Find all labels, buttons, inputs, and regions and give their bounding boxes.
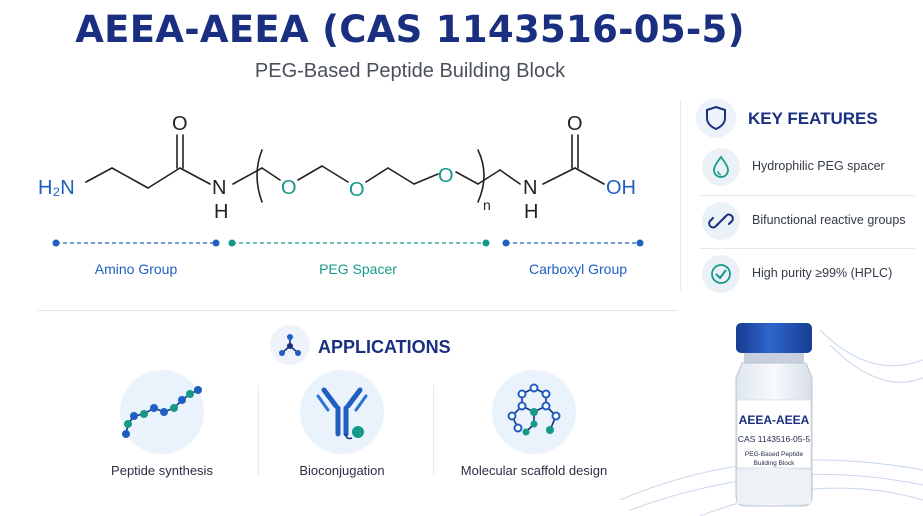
section-divider (38, 310, 678, 311)
application-label: Molecular scaffold design (460, 463, 608, 478)
feature-text: Hydrophilic PEG spacer (752, 159, 885, 173)
antibody-icon (300, 370, 384, 454)
page-subtitle: PEG-Based Peptide Building Block (254, 60, 566, 82)
atom-h2n: H₂N (38, 177, 75, 199)
app-divider (258, 385, 259, 475)
app-divider (433, 385, 434, 475)
peg-spacer-label: PEG Spacer (319, 261, 397, 277)
key-features-header: KEY FEATURES (696, 96, 916, 142)
atom-n-amide-2: N (523, 177, 537, 199)
application-label: Peptide synthesis (111, 463, 213, 478)
atom-o-ether-2: O (349, 179, 365, 201)
feature-item: High purity ≥99% (HPLC) (700, 250, 915, 300)
repeat-subscript-n: n (483, 197, 491, 213)
applications-header: APPLICATIONS (270, 325, 500, 369)
atom-o-acid: O (567, 113, 583, 135)
link-icon (702, 202, 740, 240)
check-circle-icon (702, 255, 740, 293)
feature-item: Hydrophilic PEG spacer (700, 143, 915, 193)
feature-separator (700, 195, 915, 196)
atom-o-ether-1: O (281, 177, 297, 199)
application-label: Bioconjugation (299, 463, 385, 478)
vial-label-cas: CAS 1143516-05-5 (738, 434, 810, 444)
panel-divider (680, 100, 681, 290)
atom-o-ether-3: O (438, 165, 454, 187)
key-features-title: KEY FEATURES (748, 109, 878, 128)
atom-n-amide-1: N (212, 177, 226, 199)
amino-group-label: Amino Group (94, 261, 178, 277)
carboxyl-group-label: Carboxyl Group (528, 261, 628, 277)
feature-text: High purity ≥99% (HPLC) (752, 266, 893, 280)
feature-item: Bifunctional reactive groups (700, 197, 915, 247)
vial-label-title: AEEA-AEEA (739, 413, 810, 427)
page-title: AEEA-AEEA (CAS 1143516-05-5) (75, 8, 745, 51)
peptide-chain-icon (120, 370, 204, 454)
scaffold-network-icon (492, 370, 576, 454)
applications-title: APPLICATIONS (318, 337, 451, 357)
product-vial-illustration: AEEA-AEEA CAS 1143516-05-5 PEG-Based Pep… (619, 323, 923, 516)
droplet-icon (702, 148, 740, 186)
shield-icon (696, 98, 736, 138)
feature-separator (700, 248, 915, 249)
atom-oh: OH (606, 177, 636, 199)
vial-label-line2: Building Block (754, 460, 796, 467)
chemical-structure-diagram: H₂N O N H O O O n N H O OH (38, 113, 644, 247)
feature-text: Bifunctional reactive groups (752, 213, 906, 227)
atom-h-amide-2: H (524, 201, 538, 223)
vial-label-line1: PEG-Based Peptide (745, 451, 804, 458)
atom-o-amide: O (172, 113, 188, 135)
atom-h-amide-1: H (214, 201, 228, 223)
molecule-icon (270, 325, 310, 365)
